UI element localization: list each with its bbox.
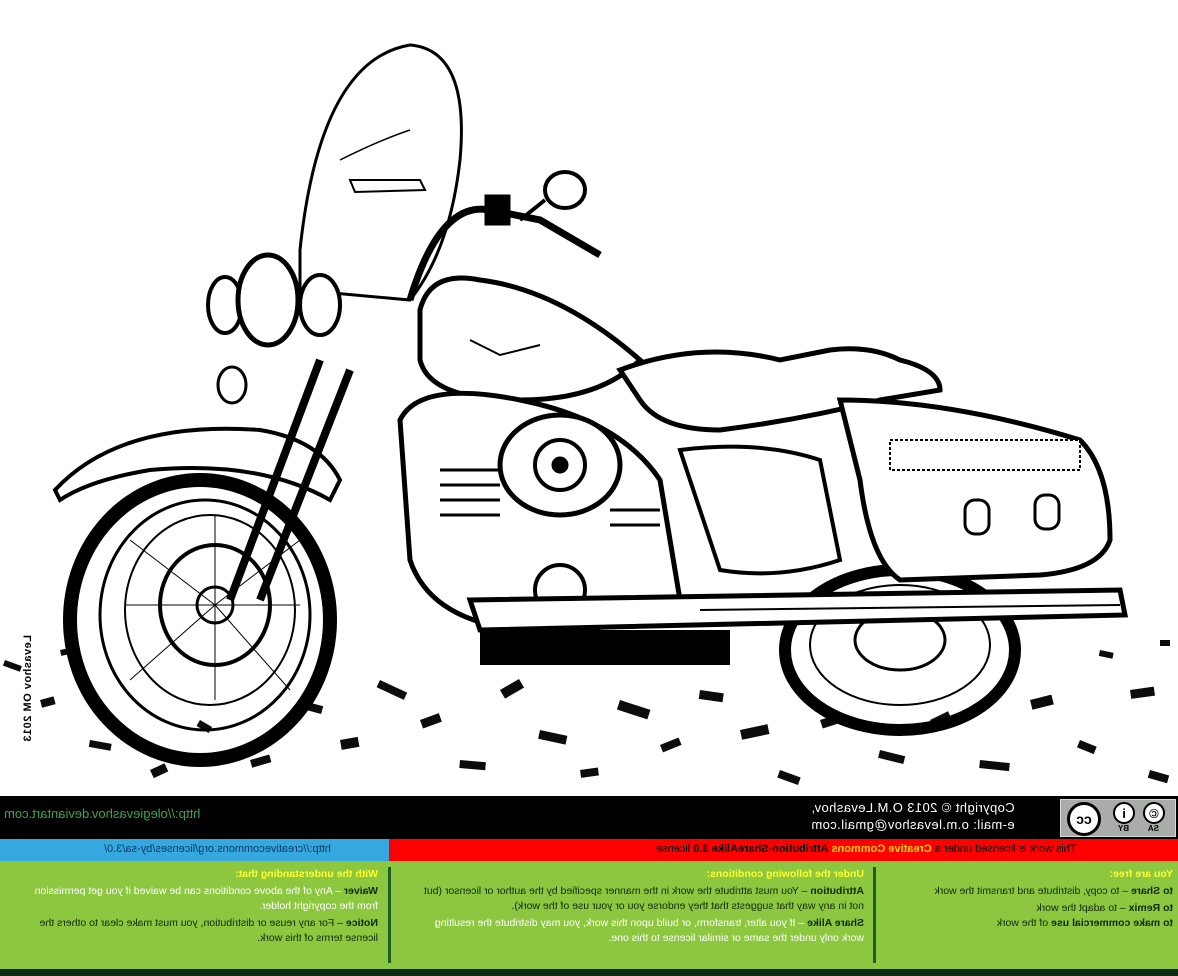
cc-license-badge[interactable]: cc i © BY SA [1060,799,1176,837]
deviantart-link[interactable]: http://olegievashov.deviantart.com [4,806,201,821]
motorcycle-drawing [0,43,1178,796]
license-cc: Creative Commons [831,843,932,855]
desc: – For any reuse or distribution, you mus… [39,917,379,944]
copyright-bar: http://olegievashov.deviantart.com Copyr… [0,796,1178,839]
understanding-column: With the understanding that: Waiver – An… [30,867,378,948]
license-suffix: license [656,843,691,855]
exhaust-pipe [466,587,1129,633]
column-divider [873,867,876,963]
term: to make commercial use [1051,917,1173,929]
attribution-person-icon: i [1113,802,1135,824]
term: Attribution [810,885,864,897]
understanding-waiver: Waiver – Any of the above conditions can… [30,884,378,914]
seat [616,346,943,433]
copyright-line: Copyright © 2013 O.M.Levashov, [811,800,1015,815]
license-banner: http://olegievashov.deviantart.com Copyr… [0,796,1178,976]
column-divider [388,867,391,963]
license-statement-bar: This work is licensed under a Creative C… [389,839,1178,861]
side-cover [677,444,843,576]
freedoms-column: You are free: to Share – to copy, distri… [893,867,1174,933]
copyright-text: Copyright © 2013 O.M.Levashov, e-mail: o… [811,799,1015,833]
signature-text: Levashov OM 2013 [22,635,34,743]
desc: of the work [996,917,1052,929]
saddlebag [836,397,1113,583]
license-name: Attribution-ShareAlike 3.0 [693,843,829,855]
desc: – If you alter, transform, or build upon… [434,917,864,944]
license-url-link[interactable]: http://creativecommons.org/licenses/by-s… [104,843,331,855]
term: to Remix [1128,902,1173,914]
desc: – to adapt the work [1036,902,1129,914]
share-alike-icon: © [1143,802,1165,824]
windshield [298,43,463,302]
by-label: BY [1117,824,1129,833]
license-terms: You are free: to Share – to copy, distri… [0,861,1178,969]
understanding-notice: Notice – For any reuse or distribution, … [30,916,379,946]
artist-signature: Levashov OM 2013 [14,530,54,742]
fuel-tank [417,275,644,403]
desc: – You must attribute the work in the man… [423,885,864,912]
sa-label: SA [1147,824,1159,833]
freedom-share: to Share – to copy, distribute and trans… [893,884,1174,899]
desc: – Any of the above conditions can be wai… [34,885,378,912]
cc-icon: cc [1067,802,1101,836]
understanding-heading: With the understanding that: [235,868,378,880]
license-statement: This work is licensed under a Creative C… [656,843,1077,855]
front-fender [52,426,343,503]
bottom-border [0,969,1178,976]
term: Notice [345,917,378,929]
desc: – to copy, distribute and transmit the w… [934,885,1131,897]
condition-attribution: Attribution – You must attribute the wor… [414,884,864,914]
term: to Share [1130,885,1173,897]
conditions-heading: Under the following conditions: [706,868,865,880]
license-prefix: This work is licensed under a [934,843,1077,855]
handlebar [406,170,602,302]
freedom-remix: to Remix – to adapt the work [893,901,1173,916]
condition-sharealike: Share Alike – If you alter, transform, o… [414,916,864,946]
term: Share Alike [807,917,864,929]
motorcycle-illustration [0,43,1178,796]
term: Waiver [343,885,378,897]
headlights [206,252,342,405]
freedoms-heading: You are free: [1109,868,1173,880]
conditions-column: Under the following conditions: Attribut… [414,867,864,948]
license-url-bar: http://creativecommons.org/licenses/by-s… [0,839,389,861]
front-fork [226,358,354,602]
email-line: e-mail: o.m.levashov@gmail.com [811,817,1015,832]
freedom-commercial: to make commercial use of the work [893,916,1173,931]
gravel-ground [0,608,1178,796]
